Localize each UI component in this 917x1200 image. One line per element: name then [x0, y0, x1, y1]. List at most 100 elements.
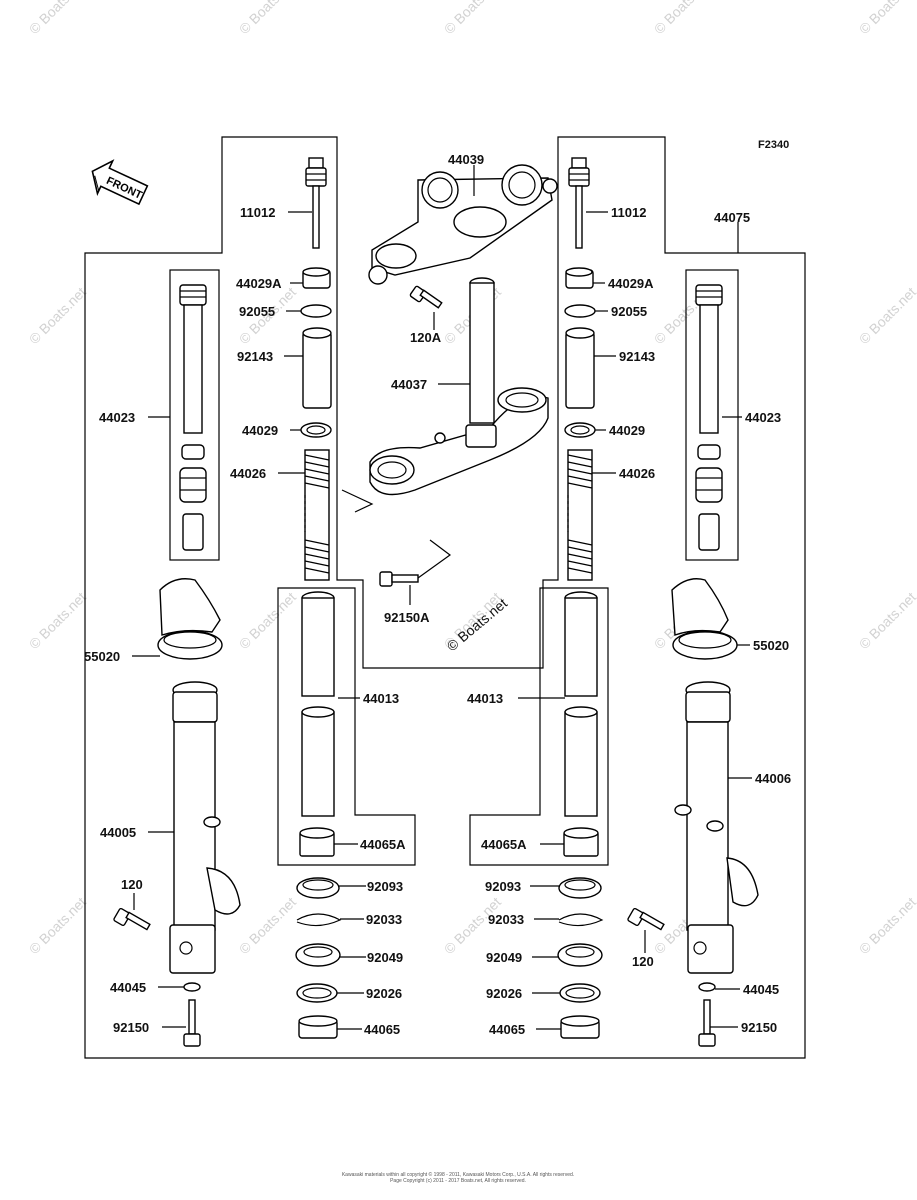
- label-92143-left: 92143: [237, 349, 273, 364]
- label-44029-left: 44029: [242, 423, 278, 438]
- part-92055-left: [300, 304, 332, 318]
- label-92055-right: 92055: [611, 304, 647, 319]
- part-11012-right: [568, 157, 590, 249]
- part-44029-left: [300, 422, 332, 438]
- part-92033-right: [558, 913, 604, 927]
- label-120-right: 120: [632, 954, 654, 969]
- label-120A: 120A: [410, 330, 442, 345]
- label-44023-right: 44023: [745, 410, 781, 425]
- label-44065A-right: 44065A: [481, 837, 527, 852]
- watermark: © Boats.net: [26, 894, 89, 957]
- label-11012-left: 11012: [240, 205, 275, 220]
- label-92150A: 92150A: [384, 610, 430, 625]
- part-92093-right: [558, 877, 602, 899]
- part-92150-right: [698, 999, 716, 1047]
- front-arrow-icon: FRONT: [91, 159, 149, 206]
- part-92150A: [341, 489, 452, 587]
- label-44037: 44037: [391, 377, 427, 392]
- part-11012-left: [305, 157, 327, 249]
- figure-code: F2340: [758, 139, 789, 151]
- watermark: © Boats.net: [651, 0, 714, 37]
- part-44039-upper-bracket: [368, 164, 558, 285]
- label-44006: 44006: [755, 771, 791, 786]
- part-44065-right: [560, 1015, 600, 1039]
- label-92026-left: 92026: [366, 986, 402, 1001]
- label-44029A-right: 44029A: [608, 276, 654, 291]
- part-44023-left: [179, 284, 207, 551]
- part-92143-right: [565, 327, 595, 409]
- part-44065-left: [298, 1015, 338, 1039]
- label-44065-right: 44065: [489, 1022, 525, 1037]
- label-44075: 44075: [714, 210, 750, 225]
- label-44045-left: 44045: [110, 980, 146, 995]
- damper-box-left: [169, 269, 220, 561]
- label-92026-right: 92026: [486, 986, 522, 1001]
- watermark: © Boats.net: [26, 589, 89, 652]
- label-92143-right: 92143: [619, 349, 655, 364]
- part-44006-right: [674, 681, 759, 974]
- part-44045-right: [698, 982, 716, 992]
- part-44029-right: [564, 422, 596, 438]
- label-92093-left: 92093: [367, 879, 403, 894]
- part-44065A-right: [563, 827, 599, 857]
- label-44013-right: 44013: [467, 691, 503, 706]
- part-120-left: [113, 907, 151, 931]
- part-44029A-left: [302, 267, 331, 289]
- watermark: © Boats.net: [26, 0, 89, 37]
- inner-tube-box-right: [469, 587, 609, 866]
- label-44065-left: 44065: [364, 1022, 400, 1037]
- watermark: © Boats.net: [856, 894, 917, 957]
- label-44005: 44005: [100, 825, 136, 840]
- label-11012-right: 11012: [611, 205, 646, 220]
- label-92150-right: 92150: [741, 1020, 777, 1035]
- label-44026-left: 44026: [230, 466, 266, 481]
- watermark: © Boats.net: [856, 589, 917, 652]
- part-92093-left: [296, 877, 340, 899]
- assembly-outlines: [84, 136, 806, 1059]
- watermark: © Boats.net: [26, 284, 89, 347]
- part-44037-steering-stem: [369, 277, 549, 496]
- part-44013-left: [301, 591, 335, 817]
- part-55020-left: [157, 578, 223, 660]
- part-92143-left: [302, 327, 332, 409]
- label-44029-right: 44029: [609, 423, 645, 438]
- label-92049-left: 92049: [367, 950, 403, 965]
- label-55020-right: 55020: [753, 638, 789, 653]
- label-44029A-left: 44029A: [236, 276, 282, 291]
- label-92150-left: 92150: [113, 1020, 149, 1035]
- label-44039: 44039: [448, 152, 484, 167]
- label-92033-left: 92033: [366, 912, 402, 927]
- part-44065A-left: [299, 827, 335, 857]
- part-44026-right: [567, 449, 593, 581]
- part-120A: [409, 285, 443, 309]
- part-44013-right: [564, 591, 598, 817]
- part-44029A-right: [565, 267, 594, 289]
- inner-tube-box-left: [277, 587, 416, 866]
- part-92055-right: [564, 304, 596, 318]
- label-44065A-left: 44065A: [360, 837, 406, 852]
- part-92033-left: [296, 913, 342, 927]
- part-44045-left: [183, 982, 201, 992]
- copyright-line-1: Kawasaki materials within all copyright …: [342, 1171, 574, 1178]
- part-44023-right: [695, 284, 723, 551]
- outer-frame: [84, 136, 806, 1059]
- label-92055-left: 92055: [239, 304, 275, 319]
- label-55020-left: 55020: [84, 649, 120, 664]
- label-44026-right: 44026: [619, 466, 655, 481]
- part-labels: 44039 11012 11012 44075 44029A 44029A 92…: [84, 152, 791, 1037]
- copyright-line-2: Page Copyright (c) 2011 - 2017 Boats.net…: [390, 1178, 526, 1184]
- part-44005-left: [169, 681, 241, 974]
- label-120-left: 120: [121, 877, 143, 892]
- damper-box-right: [685, 269, 739, 561]
- watermark: © Boats.net: [856, 0, 917, 37]
- label-92049-right: 92049: [486, 950, 522, 965]
- leader-lines: [132, 165, 752, 1030]
- part-92049-left: [295, 943, 341, 967]
- label-44045-right: 44045: [743, 982, 779, 997]
- watermark: © Boats.net: [236, 589, 299, 652]
- label-44023-left: 44023: [99, 410, 135, 425]
- part-92150-left: [183, 999, 201, 1047]
- watermark: © Boats.net: [856, 284, 917, 347]
- part-44026-left: [304, 449, 330, 581]
